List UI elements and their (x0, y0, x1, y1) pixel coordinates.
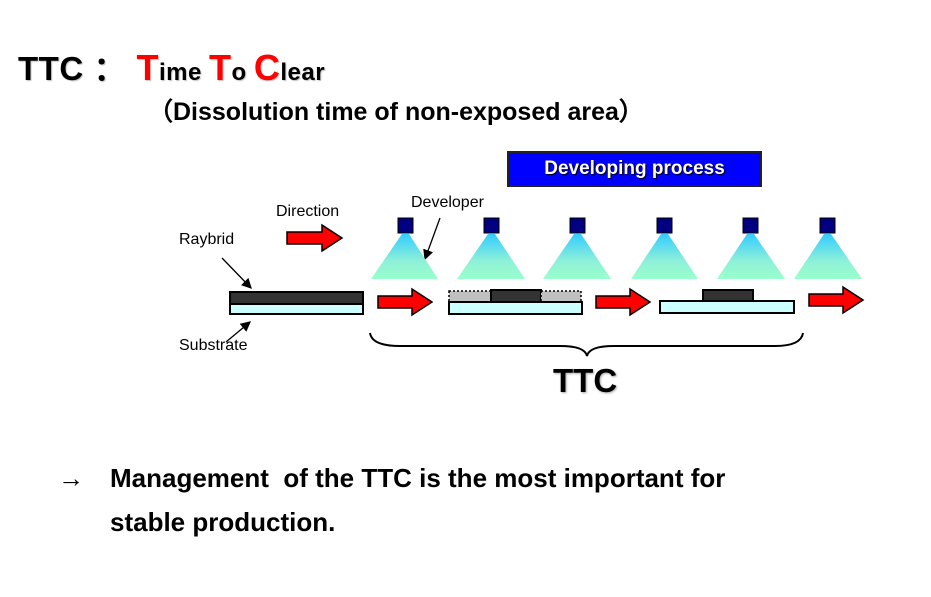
substrate-final (659, 300, 795, 314)
process-arrow-1 (377, 287, 434, 317)
nozzle-6 (794, 217, 862, 279)
direction-label: Direction (276, 203, 340, 220)
conclusion-line-1: Management of the TTC is the most import… (110, 463, 726, 493)
nozzle-3 (543, 217, 611, 279)
developing-process-label: Developing process (544, 158, 725, 179)
dissolving-area-right (540, 290, 582, 303)
nozzle-1 (371, 217, 438, 279)
ttc-bracket-label: TTC (553, 362, 618, 399)
title-word-o: o (231, 59, 254, 86)
slide-subtitle: （Dissolution time of non-exposed area） (148, 98, 644, 126)
title-initial-t2: T (209, 47, 232, 88)
slide-title: TTC ： Time To Clear (18, 42, 325, 90)
nozzle-5 (717, 217, 785, 279)
substrate-label: Substrate (179, 337, 248, 354)
direction-arrow (286, 223, 344, 253)
process-arrow-2 (595, 287, 652, 317)
raybrid-pointer (221, 257, 252, 289)
title-prefix: TTC (18, 50, 84, 87)
conclusion-line-2: stable production. (110, 507, 336, 537)
exposed-film-mid (490, 289, 542, 303)
exposed-film-final (702, 289, 754, 302)
title-word-lear: lear (280, 59, 326, 86)
title-separator: ： (93, 50, 127, 87)
process-arrow-3 (808, 285, 865, 315)
developing-process-box: Developing process (507, 151, 762, 187)
substrate-mid (448, 301, 583, 315)
raybrid-film (229, 291, 364, 305)
ttc-brace (369, 332, 804, 357)
substrate-pointer (225, 321, 251, 343)
dissolving-area-left (448, 290, 492, 303)
bullet-arrow-icon: → (58, 463, 84, 493)
conclusion-text: → Management of the TTC is the most impor… (58, 456, 725, 544)
nozzle-2 (457, 217, 525, 279)
title-word-ime: ime (159, 59, 210, 86)
substrate-plate (229, 303, 364, 315)
raybrid-label: Raybrid (179, 231, 235, 248)
title-initial-t1: T (136, 47, 159, 88)
title-initial-c: C (253, 47, 281, 88)
developer-label: Developer (411, 194, 484, 211)
nozzle-4 (631, 217, 698, 279)
developer-pointer (423, 217, 441, 261)
